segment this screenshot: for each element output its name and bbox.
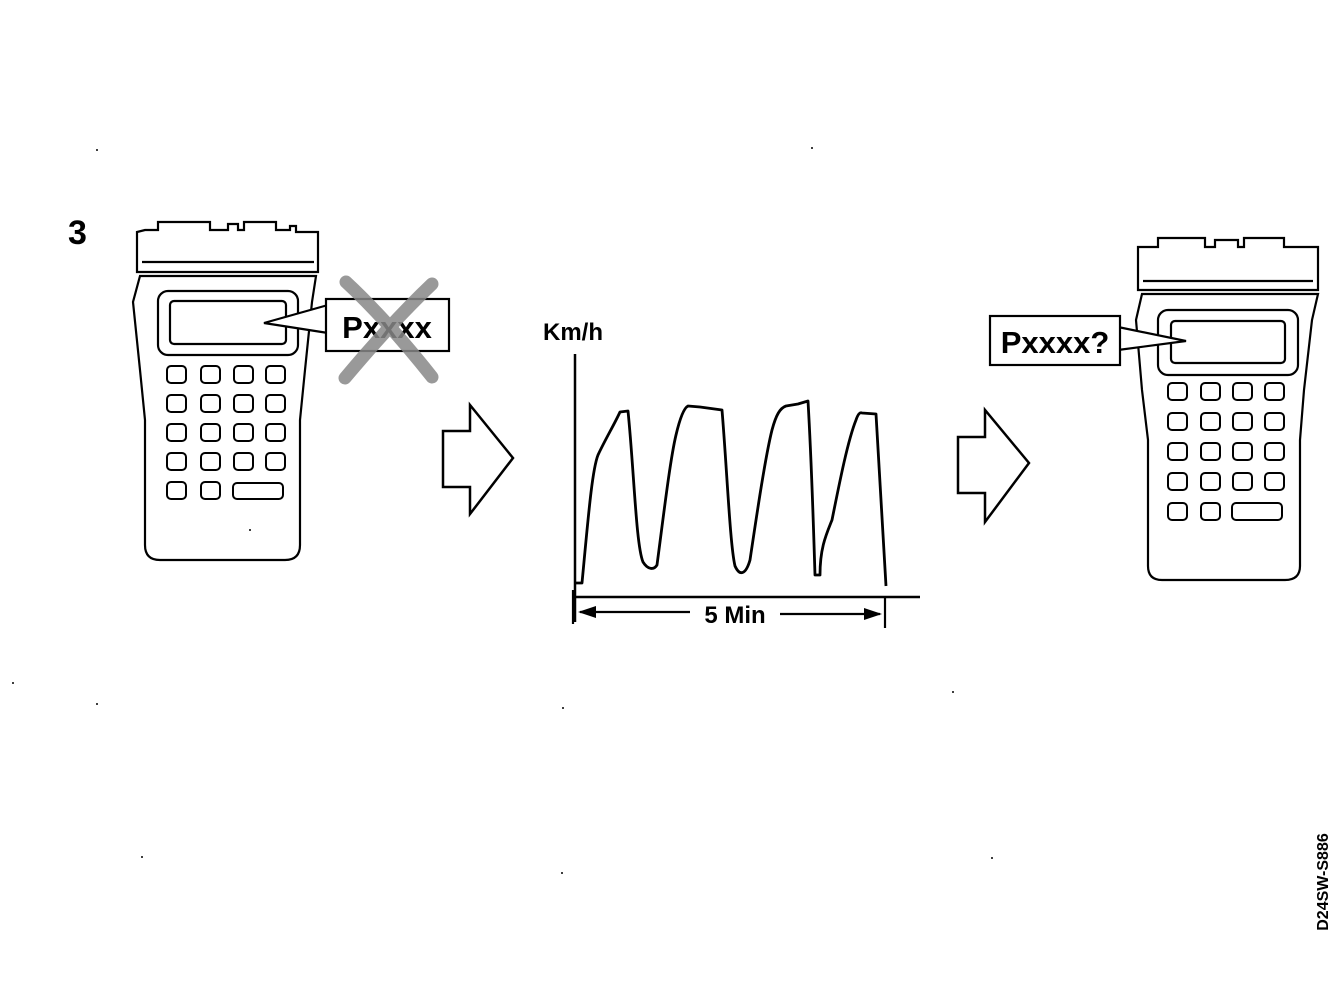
right-callout: Pxxxx? <box>988 314 1187 367</box>
right-scan-tool-keypad <box>1167 382 1285 521</box>
left-scan-tool-connector <box>135 220 320 274</box>
reference-code: D24SW-S886 <box>1315 833 1332 931</box>
speed-curve <box>576 399 888 587</box>
right-scan-tool-body <box>1134 292 1320 582</box>
step-number: 3 <box>68 214 87 252</box>
left-callout-strike-mark <box>338 275 439 385</box>
right-callout-box <box>988 314 1122 367</box>
duration-arrowhead-left-icon <box>578 606 596 618</box>
duration-arrowhead-right-icon <box>864 608 882 620</box>
left-scan-tool-keypad <box>166 365 286 500</box>
left-callout: Pxxxx <box>263 275 451 385</box>
right-callout-text: Pxxxx? <box>1001 325 1110 360</box>
left-scan-tool <box>131 220 320 562</box>
right-scan-tool <box>1134 236 1320 582</box>
duration-label: 5 Min <box>704 602 765 629</box>
left-scan-tool-body <box>131 274 318 562</box>
right-callout-pointer <box>1117 325 1187 352</box>
flow-arrow-icon <box>441 401 515 518</box>
right-scan-tool-connector <box>1136 236 1320 292</box>
flow-arrow-icon <box>956 406 1031 526</box>
speed-graph: Km/h 5 Min <box>543 319 920 629</box>
left-callout-pointer <box>263 303 329 335</box>
graph-y-label: Km/h <box>543 319 603 346</box>
scan-noise <box>12 147 993 874</box>
right-scan-tool-screen <box>1169 319 1287 365</box>
